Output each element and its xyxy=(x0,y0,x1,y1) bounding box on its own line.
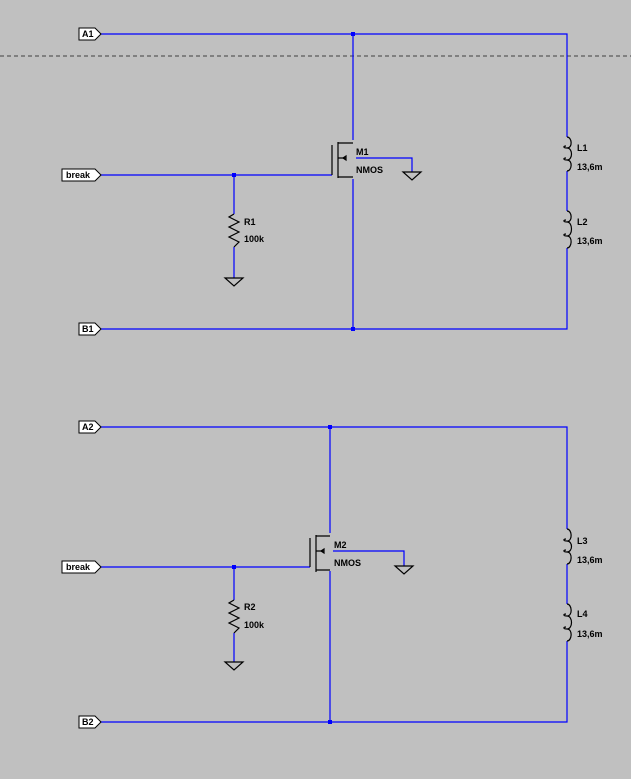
net-flag-b2[interactable]: B2 xyxy=(78,715,102,729)
inductor-value-l4: 13,6m xyxy=(577,629,603,639)
junction-dot xyxy=(232,173,236,177)
wire-b1[interactable] xyxy=(100,248,568,330)
resistor-name-r2: R2 xyxy=(244,602,256,612)
junction-dot xyxy=(351,32,355,36)
mosfet-name-m1: M1 xyxy=(356,147,369,157)
inductor-name-l4: L4 xyxy=(577,609,588,619)
wire-bulk-1[interactable] xyxy=(356,157,413,172)
ground-icon xyxy=(223,661,245,671)
circuit-2: A2 B2 break M2 NMOS R2 100k xyxy=(61,420,603,729)
net-label-a2: A2 xyxy=(82,422,94,432)
net-flag-a2[interactable]: A2 xyxy=(78,420,102,434)
mosfet-model-m1: NMOS xyxy=(356,165,383,175)
junction-dot xyxy=(232,565,236,569)
resistor-value-r2: 100k xyxy=(244,620,265,630)
net-label-a1: A1 xyxy=(82,29,94,39)
ground-icon xyxy=(393,565,415,575)
inductor-value-l1: 13,6m xyxy=(577,162,603,172)
ground-icon xyxy=(223,277,245,287)
mosfet-model-m2: NMOS xyxy=(334,558,361,568)
junction-dot xyxy=(351,327,355,331)
resistor-r2[interactable]: R2 100k xyxy=(227,599,265,634)
net-label-b2: B2 xyxy=(82,717,94,727)
inductor-l1[interactable]: L1 13,6m xyxy=(563,136,603,172)
mosfet-name-m2: M2 xyxy=(334,540,347,550)
wire-a1[interactable] xyxy=(100,33,568,137)
net-label-break-1: break xyxy=(66,170,91,180)
resistor-r1[interactable]: R1 100k xyxy=(227,213,265,248)
inductor-name-l1: L1 xyxy=(577,143,588,153)
net-flag-break-2[interactable]: break xyxy=(61,560,102,574)
nmos-transistor-m1[interactable]: M1 NMOS xyxy=(331,142,383,178)
ground-icon xyxy=(401,171,423,181)
wire-b2[interactable] xyxy=(100,641,568,723)
net-flag-b1[interactable]: B1 xyxy=(78,322,102,336)
wire-bulk-2[interactable] xyxy=(333,550,405,566)
resistor-value-r1: 100k xyxy=(244,234,265,244)
net-label-break-2: break xyxy=(66,562,91,572)
net-label-b1: B1 xyxy=(82,324,94,334)
net-flag-a1[interactable]: A1 xyxy=(78,27,102,41)
resistor-name-r1: R1 xyxy=(244,217,256,227)
wire-a2[interactable] xyxy=(100,426,568,529)
inductor-l2[interactable]: L2 13,6m xyxy=(563,210,603,249)
inductor-l4[interactable]: L4 13,6m xyxy=(563,603,603,642)
junction-dot xyxy=(328,425,332,429)
inductor-name-l3: L3 xyxy=(577,536,588,546)
inductor-name-l2: L2 xyxy=(577,217,588,227)
inductor-value-l3: 13,6m xyxy=(577,555,603,565)
inductor-value-l2: 13,6m xyxy=(577,236,603,246)
inductor-l3[interactable]: L3 13,6m xyxy=(563,528,603,565)
nmos-transistor-m2[interactable]: M2 NMOS xyxy=(309,535,361,572)
junction-dot xyxy=(328,720,332,724)
circuit-1: A1 B1 break M1 NMOS R1 100k xyxy=(61,27,603,336)
net-flag-break-1[interactable]: break xyxy=(61,168,102,182)
